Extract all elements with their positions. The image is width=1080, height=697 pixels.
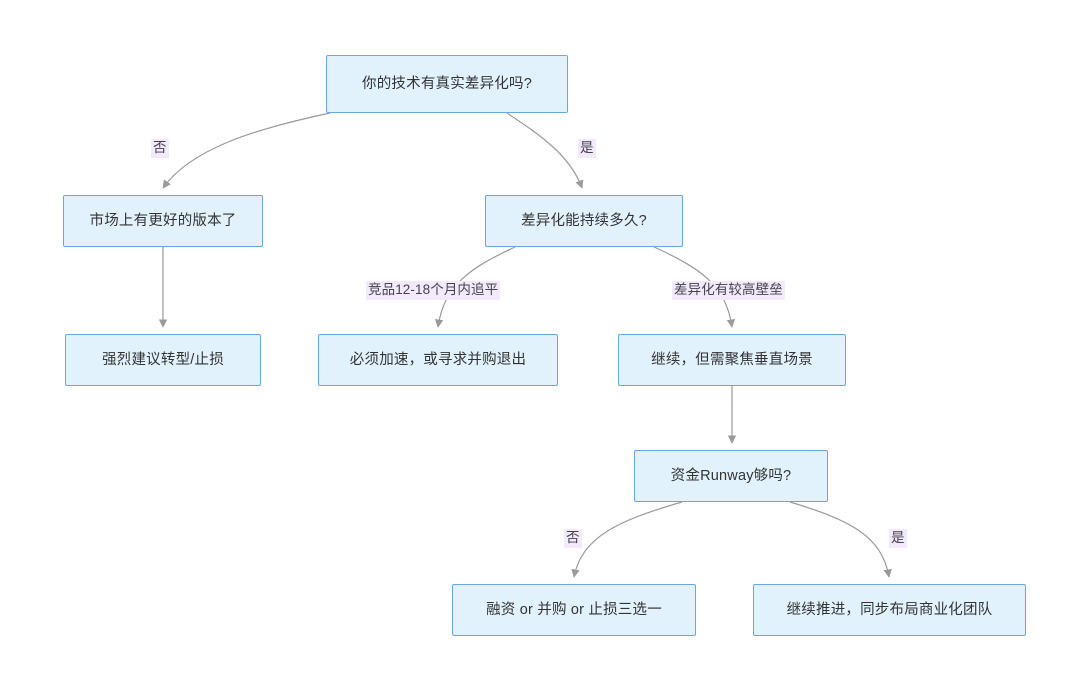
node-label: 必须加速，或寻求并购退出 [349,351,527,368]
edge-n1-n3 [506,112,584,189]
edge-n1-n2 [162,112,331,189]
node-better-version-exists[interactable]: 市场上有更好的版本了 [63,195,263,247]
edge-n7-n8 [571,501,683,578]
edge-n7-n9 [789,501,892,578]
edge-label-text: 竞品12-18个月内追平 [368,282,499,297]
edge-label-text: 差异化有较高壁垒 [674,282,783,297]
node-label: 你的技术有真实差异化吗? [362,75,532,92]
edge-label-text: 是 [891,530,905,545]
node-label: 市场上有更好的版本了 [89,212,237,229]
node-label: 继续推进，同步布局商业化团队 [786,601,993,618]
node-continue-commercial-team[interactable]: 继续推进，同步布局商业化团队 [753,584,1026,636]
node-differentiation-duration-question[interactable]: 差异化能持续多久? [485,195,683,247]
edge-label-high-barrier: 差异化有较高壁垒 [672,281,785,300]
node-label: 强烈建议转型/止损 [102,351,224,368]
node-label: 融资 or 并购 or 止损三选一 [486,601,662,618]
edge-label-text: 否 [566,530,580,545]
edge-label-no-top: 否 [151,139,169,158]
edge-label-text: 是 [580,140,594,155]
node-tech-differentiation-question[interactable]: 你的技术有真实差异化吗? [326,55,568,113]
node-continue-focus-vertical[interactable]: 继续，但需聚焦垂直场景 [618,334,846,386]
node-label: 差异化能持续多久? [521,212,647,229]
node-runway-question[interactable]: 资金Runway够吗? [634,450,828,502]
edge-label-text: 否 [153,140,167,155]
node-raise-or-acquire-or-stoploss[interactable]: 融资 or 并购 or 止损三选一 [452,584,696,636]
node-label: 资金Runway够吗? [670,467,792,484]
edge-label-no-runway: 否 [564,529,582,548]
edge-label-competitors-catch-up: 竞品12-18个月内追平 [366,281,501,300]
node-label: 继续，但需聚焦垂直场景 [651,351,813,368]
node-must-accelerate-or-exit[interactable]: 必须加速，或寻求并购退出 [318,334,558,386]
edge-label-yes-top: 是 [578,139,596,158]
edge-label-yes-runway: 是 [889,529,907,548]
node-strongly-recommend-pivot[interactable]: 强烈建议转型/止损 [65,334,261,386]
